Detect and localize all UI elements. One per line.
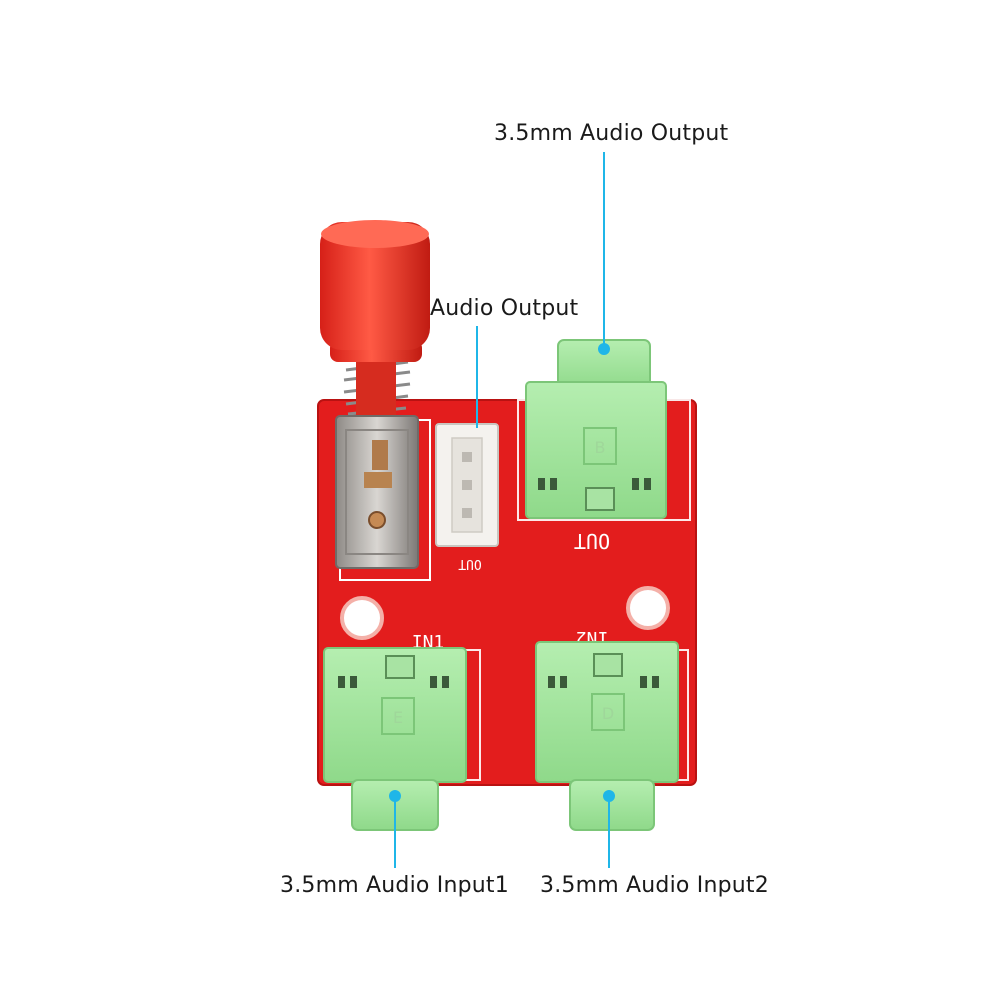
jack-input2[interactable]: D — [535, 641, 679, 831]
jack-output[interactable]: B — [525, 339, 667, 519]
leader-line-audio-output — [476, 326, 478, 428]
svg-text:B: B — [595, 438, 606, 457]
leader-line-output — [603, 152, 605, 348]
label-3.5mm-audio-output: 3.5mm Audio Output — [494, 121, 729, 146]
silk-out-connector: OUT — [458, 556, 482, 571]
switch-body — [335, 415, 419, 569]
mounting-hole-left — [340, 596, 384, 640]
svg-text:E: E — [393, 708, 403, 727]
leader-dot-output — [598, 343, 610, 355]
label-3.5mm-audio-input2: 3.5mm Audio Input2 — [540, 873, 769, 898]
button-cap[interactable] — [320, 222, 430, 350]
svg-text:D: D — [602, 704, 614, 723]
leader-line-input1 — [394, 796, 396, 868]
label-3.5mm-audio-input1: 3.5mm Audio Input1 — [280, 873, 509, 898]
mounting-hole-right — [626, 586, 670, 630]
label-audio-output: Audio Output — [430, 296, 579, 321]
jack-input1[interactable]: E — [323, 647, 467, 831]
silk-out-jack: OUT — [574, 529, 610, 553]
leader-line-input2 — [608, 796, 610, 868]
